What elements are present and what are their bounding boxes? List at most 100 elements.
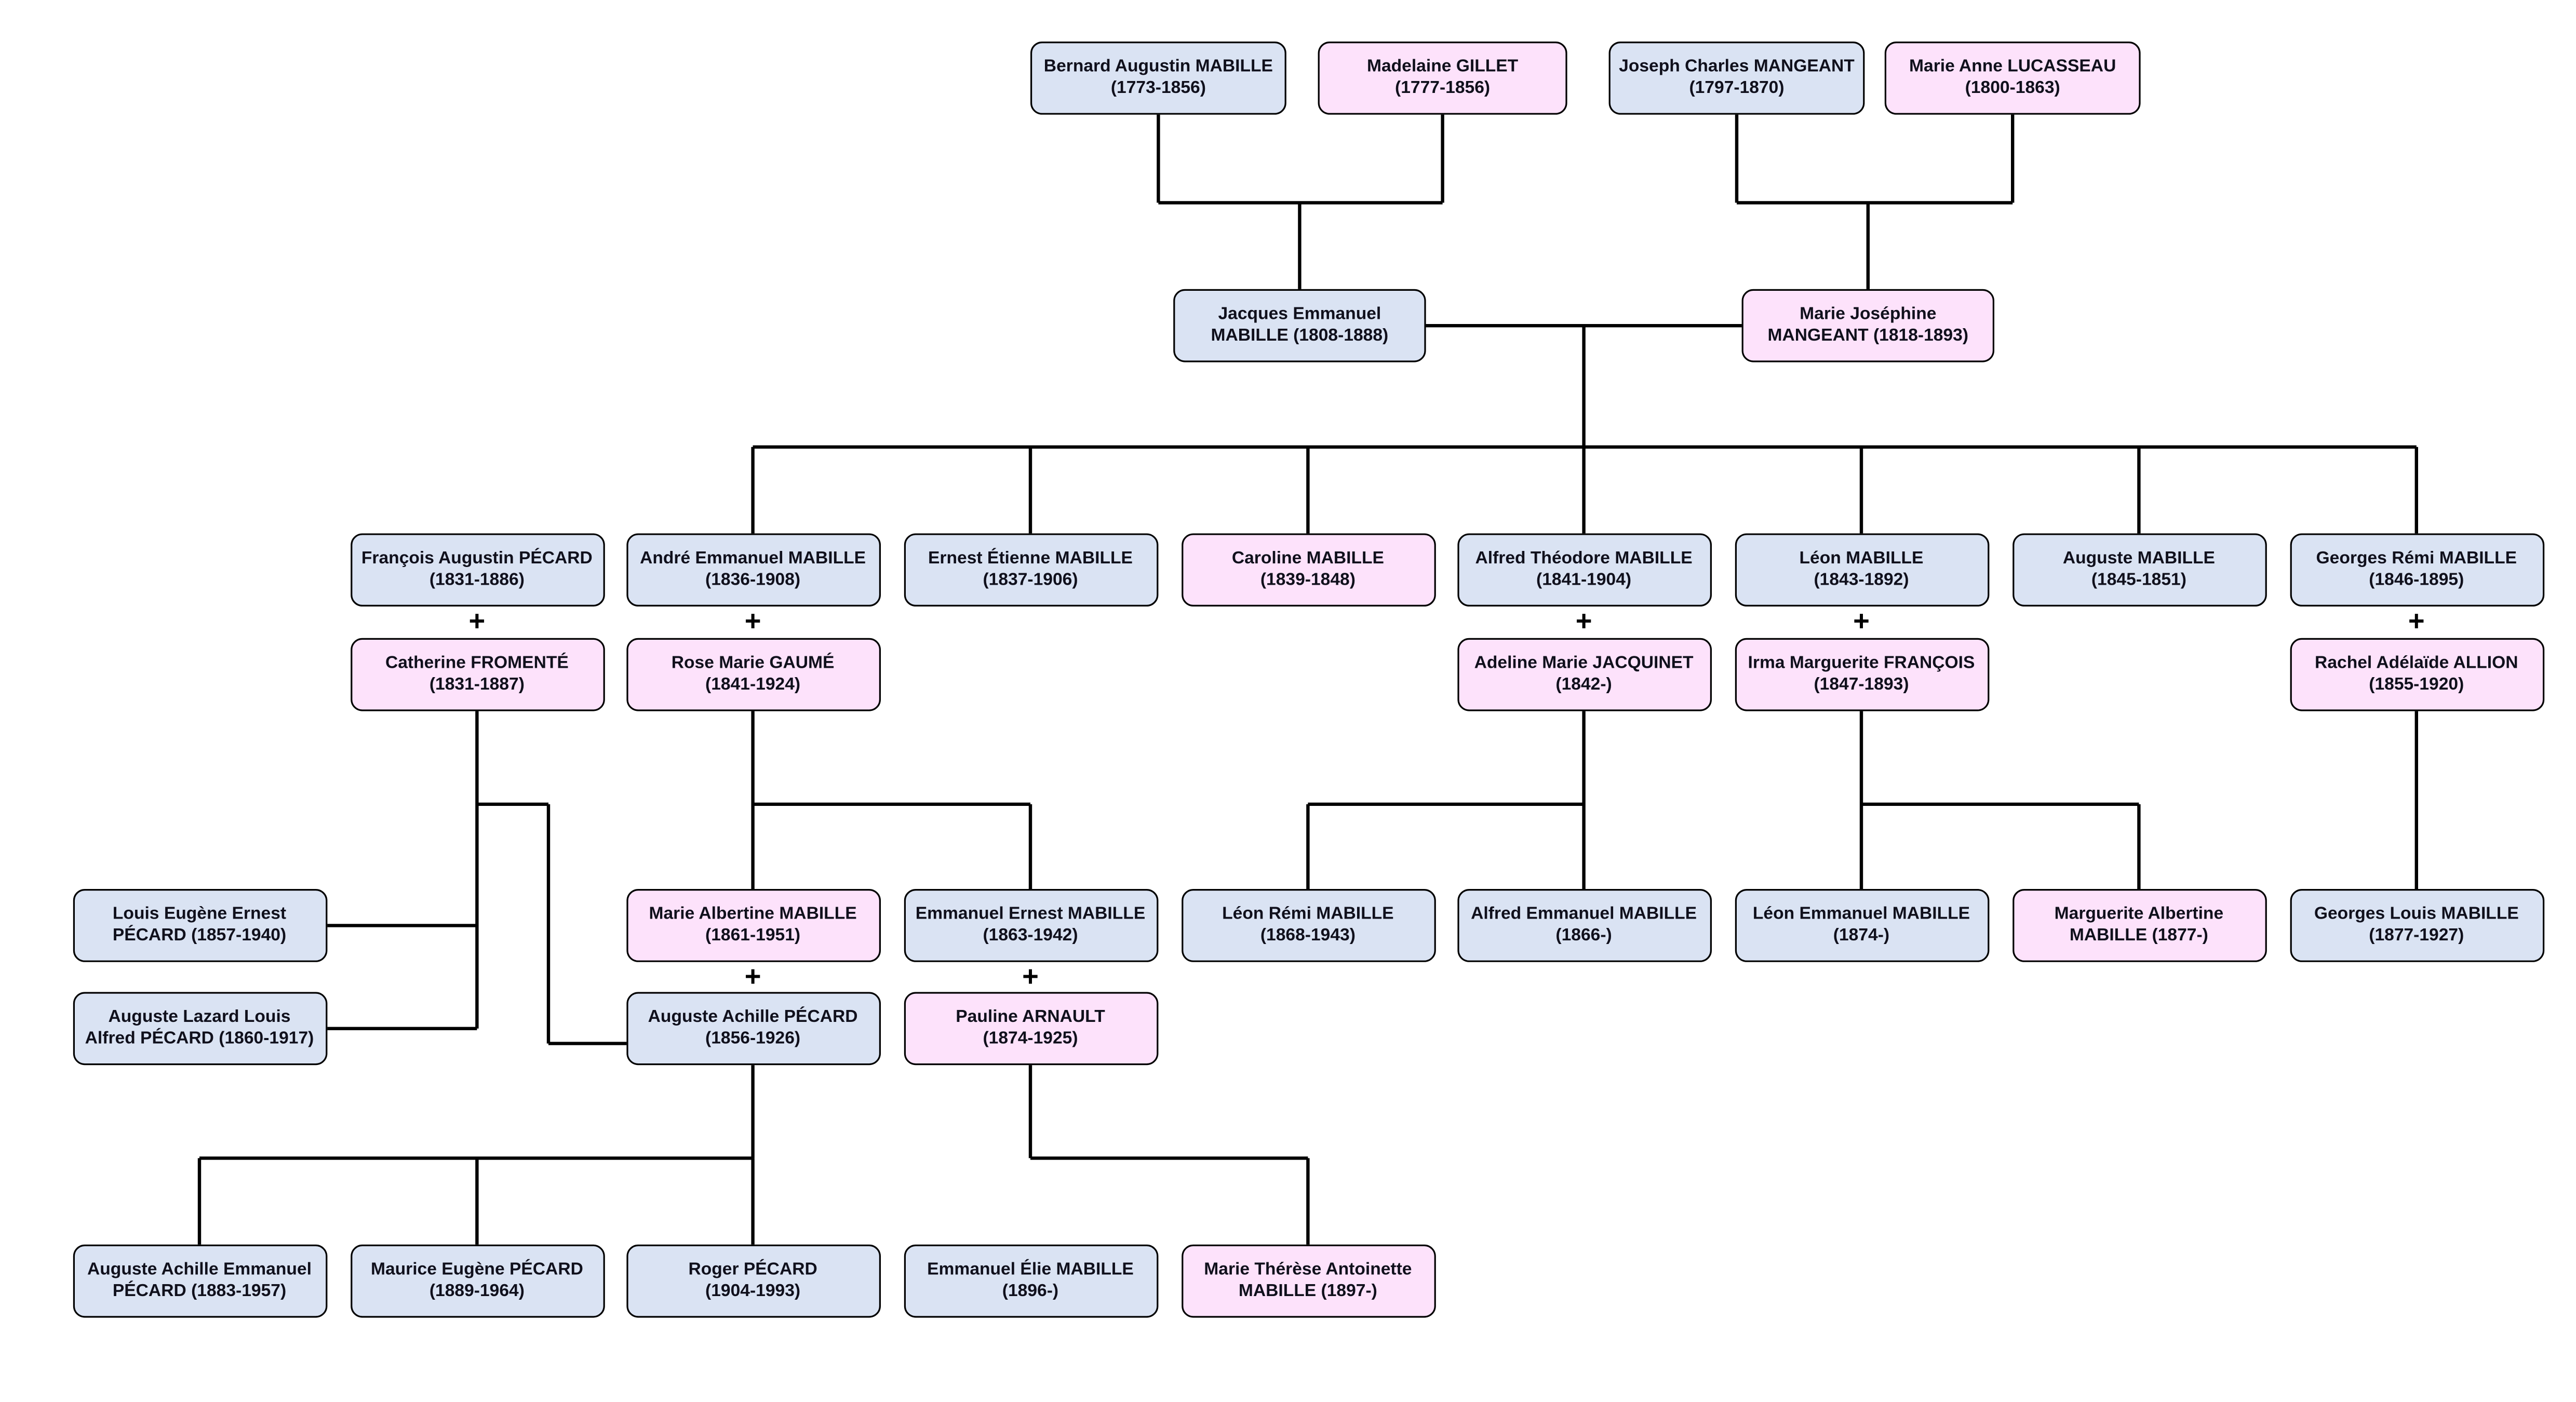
person-label: (1836-1908) [705, 570, 801, 590]
person-leon-mabille[interactable]: Léon MABILLE(1843-1892) [1734, 533, 1989, 606]
person-label: Marie Joséphine [1800, 303, 1937, 323]
person-label: MABILLE (1897-) [1238, 1281, 1377, 1301]
person-label: Jacques Emmanuel [1218, 303, 1381, 323]
person-label: (1831-1886) [429, 570, 525, 590]
marriage-plus-icon: + [1022, 961, 1039, 993]
person-label: Rose Marie GAUMÉ [671, 652, 835, 672]
person-label: Auguste MABILLE [2062, 547, 2215, 568]
person-label: Marie Albertine MABILLE [649, 903, 857, 923]
person-label: Léon Emmanuel MABILLE [1752, 903, 1970, 923]
person-label: MABILLE (1877-) [2069, 925, 2208, 946]
person-madelaine-gillet[interactable]: Madelaine GILLET(1777-1856) [1318, 42, 1567, 115]
person-catherine-fromente[interactable]: Catherine FROMENTÉ (1831-1887) [350, 638, 605, 711]
person-irma-marguerite-francois[interactable]: Irma Marguerite FRANÇOIS (1847-1893) [1734, 638, 1989, 711]
person-pauline-arnault[interactable]: Pauline ARNAULT(1874-1925) [903, 992, 1158, 1066]
person-rose-marie-gaume[interactable]: Rose Marie GAUMÉ (1841-1924) [625, 638, 880, 711]
person-label: MABILLE (1808-1888) [1211, 326, 1389, 346]
person-label: (1800-1863) [1965, 78, 2060, 98]
marriage-plus-icon: + [744, 961, 761, 993]
person-ernest-etienne-mabille[interactable]: Ernest Étienne MABILLE(1837-1906) [903, 533, 1158, 606]
person-label: (1847-1893) [1814, 675, 1909, 695]
person-label: François Augustin PÉCARD [361, 547, 593, 568]
person-label: Bernard Augustin MABILLE [1043, 56, 1273, 76]
person-label: (1773-1856) [1110, 78, 1206, 98]
person-label: Louis Eugène Ernest [112, 903, 287, 923]
person-label: Adeline Marie JACQUINET [1474, 652, 1694, 672]
person-rachel-adelaide-allion[interactable]: Rachel Adélaïde ALLION (1855-1920) [2289, 638, 2544, 711]
person-label: Emmanuel Élie MABILLE [927, 1259, 1134, 1279]
person-label: (1904-1993) [705, 1281, 801, 1301]
person-emmanuel-elie-mabille[interactable]: Emmanuel Élie MABILLE(1896-) [903, 1244, 1158, 1318]
person-label: (1896-) [1002, 1281, 1059, 1301]
person-label: (1837-1906) [983, 570, 1078, 590]
person-marie-anne-lucasseau[interactable]: Marie Anne LUCASSEAU(1800-1863) [1884, 42, 2141, 115]
person-label: (1777-1856) [1395, 78, 1491, 98]
person-label: (1841-1924) [705, 675, 801, 695]
person-label: Roger PÉCARD [688, 1259, 817, 1279]
person-auguste-mabille[interactable]: Auguste MABILLE(1845-1851) [2011, 533, 2266, 606]
person-leon-remi-mabille[interactable]: Léon Rémi MABILLE(1868-1943) [1180, 889, 1435, 962]
person-georges-louis-mabille[interactable]: Georges Louis MABILLE(1877-1927) [2289, 889, 2544, 962]
person-label: Léon MABILLE [1799, 547, 1924, 568]
person-auguste-achille-pecard[interactable]: Auguste Achille PÉCARD(1856-1926) [625, 992, 880, 1066]
person-label: PÉCARD (1857-1940) [112, 925, 287, 946]
person-label: Rachel Adélaïde ALLION [2315, 652, 2518, 672]
person-label: Pauline ARNAULT [956, 1006, 1105, 1026]
person-label: (1841-1904) [1536, 570, 1632, 590]
person-label: (1845-1851) [2091, 570, 2186, 590]
person-bernard-augustin-mabille[interactable]: Bernard Augustin MABILLE(1773-1856) [1030, 42, 1286, 115]
person-andre-emmanuel-mabille[interactable]: André Emmanuel MABILLE(1836-1908) [625, 533, 880, 606]
person-label: Auguste Lazard Louis [108, 1006, 291, 1026]
person-label: (1797-1870) [1689, 78, 1785, 98]
person-label: Auguste Achille PÉCARD [648, 1006, 858, 1026]
person-label: (1868-1943) [1260, 925, 1356, 946]
marriage-plus-icon: + [1575, 605, 1592, 638]
person-label: (1856-1926) [705, 1028, 801, 1049]
person-adeline-marie-jacquinet[interactable]: Adeline Marie JACQUINET (1842-) [1456, 638, 1711, 711]
person-marie-albertine-mabille[interactable]: Marie Albertine MABILLE(1861-1951) [625, 889, 880, 962]
person-label: Alfred Théodore MABILLE [1475, 547, 1693, 568]
person-label: Georges Rémi MABILLE [2316, 547, 2517, 568]
person-label: Maurice Eugène PÉCARD [370, 1259, 583, 1279]
marriage-plus-icon: + [468, 605, 486, 638]
person-label: (1831-1887) [429, 675, 525, 695]
person-label: (1839-1848) [1260, 570, 1356, 590]
person-joseph-charles-mangeant[interactable]: Joseph Charles MANGEANT(1797-1870) [1608, 42, 1865, 115]
person-label: (1863-1942) [983, 925, 1078, 946]
person-label: Madelaine GILLET [1366, 56, 1519, 76]
person-label: Auguste Achille Emmanuel [87, 1259, 312, 1279]
person-label: PÉCARD (1883-1957) [112, 1281, 287, 1301]
person-label: (1855-1920) [2369, 675, 2464, 695]
person-label: (1874-) [1833, 925, 1890, 946]
person-label: Alfred PÉCARD (1860-1917) [85, 1028, 314, 1049]
person-label: Alfred Emmanuel MABILLE [1471, 903, 1697, 923]
person-label: Irma Marguerite FRANÇOIS [1748, 652, 1975, 672]
person-alfred-emmanuel-mabille[interactable]: Alfred Emmanuel MABILLE(1866-) [1456, 889, 1711, 962]
person-francois-augustin-pecard[interactable]: François Augustin PÉCARD(1831-1886) [350, 533, 605, 606]
person-label: (1877-1927) [2369, 925, 2464, 946]
person-emmanuel-ernest-mabille[interactable]: Emmanuel Ernest MABILLE(1863-1942) [903, 889, 1158, 962]
person-roger-pecard[interactable]: Roger PÉCARD(1904-1993) [625, 1244, 880, 1318]
person-label: (1842-) [1555, 675, 1612, 695]
person-label: Marie Anne LUCASSEAU [1909, 56, 2116, 76]
person-label: Caroline MABILLE [1231, 547, 1384, 568]
person-caroline-mabille[interactable]: Caroline MABILLE(1839-1848) [1180, 533, 1435, 606]
person-alfred-theodore-mabille[interactable]: Alfred Théodore MABILLE(1841-1904) [1456, 533, 1711, 606]
person-label: (1843-1892) [1814, 570, 1909, 590]
person-leon-emmanuel-mabille[interactable]: Léon Emmanuel MABILLE(1874-) [1734, 889, 1989, 962]
person-label: Léon Rémi MABILLE [1222, 903, 1394, 923]
person-label: Georges Louis MABILLE [2314, 903, 2519, 923]
marriage-plus-icon: + [744, 605, 761, 638]
person-label: Catherine FROMENTÉ [385, 652, 569, 672]
person-georges-remi-mabille[interactable]: Georges Rémi MABILLE(1846-1895) [2289, 533, 2544, 606]
person-maurice-eugene-pecard[interactable]: Maurice Eugène PÉCARD(1889-1964) [350, 1244, 605, 1318]
